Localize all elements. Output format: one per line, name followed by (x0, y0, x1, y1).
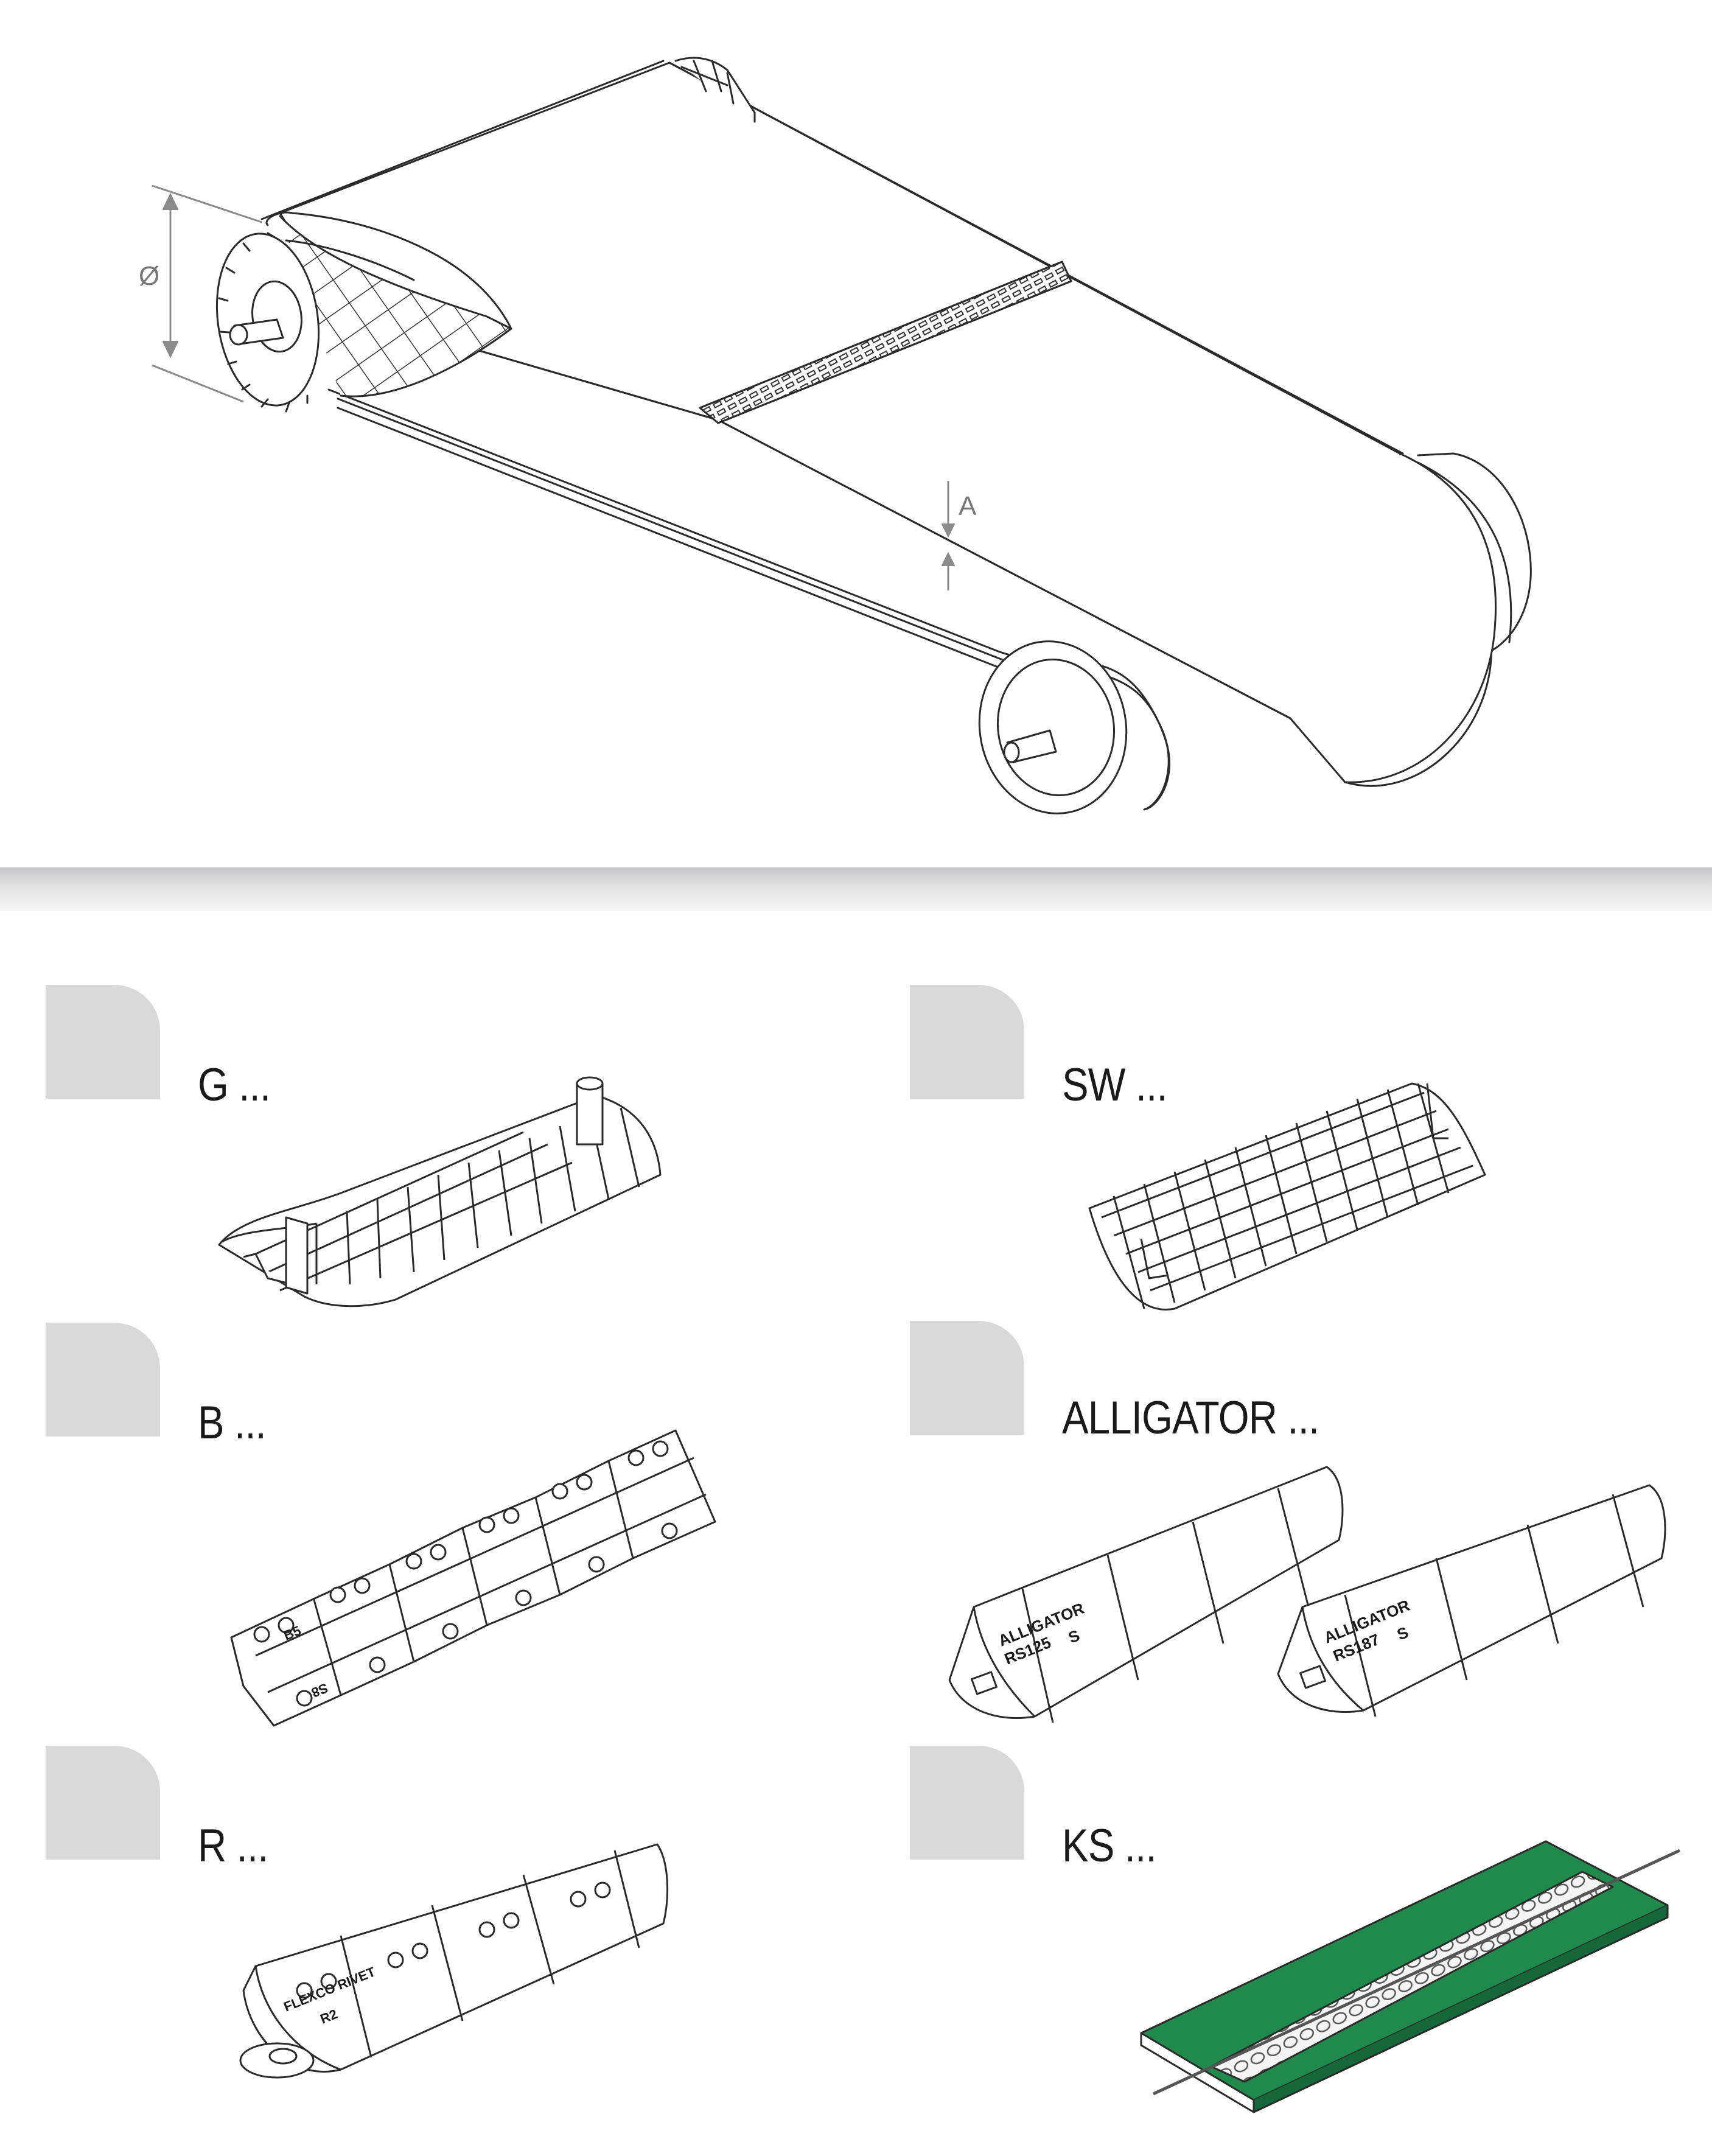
fastener-placeholders (46, 985, 1024, 1860)
diameter-dimension (152, 184, 262, 403)
alligator-rs125-strip (948, 1466, 1344, 1719)
label-ks: KS ... (1062, 1820, 1157, 1872)
placeholder-g (46, 985, 160, 1099)
placeholder-alligator (910, 1321, 1024, 1435)
fastener-g-illustration (218, 1076, 662, 1307)
belt-conveyor (215, 57, 1532, 814)
tail-drum-face (978, 640, 1128, 814)
alligator-rs187-strip (1277, 1484, 1666, 1713)
section-divider (0, 867, 1712, 911)
placeholder-b (46, 1323, 160, 1437)
head-drum (215, 211, 512, 413)
label-g: G ... (198, 1059, 271, 1111)
diameter-label: Ø (139, 261, 160, 291)
fastener-sw-illustration (1088, 1082, 1486, 1311)
placeholder-ks (910, 1746, 1024, 1860)
fastener-r-illustration (239, 1843, 669, 2079)
placeholder-sw (910, 985, 1024, 1099)
fastener-ks-illustration (1140, 1840, 1681, 2113)
label-r: R ... (198, 1820, 268, 1872)
label-sw: SW ... (1062, 1059, 1168, 1111)
label-alligator: ALLIGATOR ... (1062, 1392, 1319, 1444)
fastener-alligator-illustration (948, 1466, 1666, 1723)
fastener-b-illustration (230, 1429, 716, 1727)
gap-dimension (941, 481, 956, 590)
placeholder-r (46, 1746, 160, 1860)
label-b: B ... (198, 1397, 267, 1449)
belt-top-surface (279, 61, 1493, 787)
gap-label: A (959, 491, 977, 521)
